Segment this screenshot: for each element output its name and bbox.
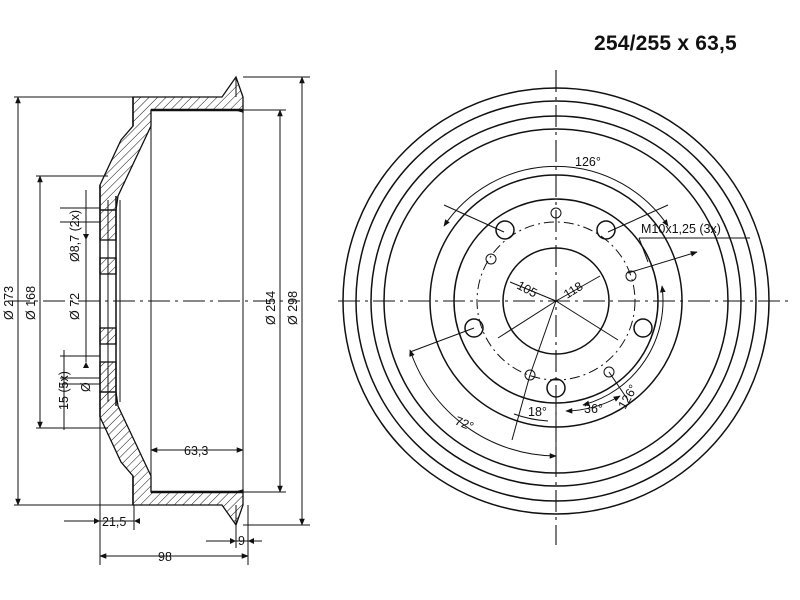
label-angle-18: 18° bbox=[528, 405, 547, 419]
angle-arc-18 bbox=[513, 413, 549, 422]
label-thread-m10: M10x1,25 (3x) bbox=[641, 222, 721, 236]
label-width-98: 98 bbox=[158, 550, 172, 564]
angle-arc-72 bbox=[409, 349, 557, 459]
drum-outer-rim bbox=[342, 87, 770, 515]
label-15-5x: 15 (5x) bbox=[57, 371, 71, 410]
front-view: 126° M10x1,25 (3x) 105 118 18° 36° 126° … bbox=[338, 70, 790, 545]
angle-arc-36 bbox=[565, 395, 621, 414]
side-section-view: Ø 273 Ø 168 Ø8,7 (2x) Ø 72 15 (5x) Ø Ø 2… bbox=[2, 75, 310, 565]
label-angle-36: 36° bbox=[584, 402, 603, 416]
label-pcd-118: 118 bbox=[561, 279, 585, 301]
label-dia-72: Ø 72 bbox=[68, 293, 82, 320]
angle-arc-126-top bbox=[443, 165, 669, 227]
drum-size-title: 254/255 x 63,5 bbox=[594, 32, 737, 55]
hole-small bbox=[550, 207, 562, 219]
threaded-hole bbox=[485, 253, 497, 265]
drum-rim-2 bbox=[355, 100, 757, 502]
label-width-63-3: 63,3 bbox=[184, 444, 208, 458]
angle-arc-126-right bbox=[582, 285, 666, 407]
label-pcd-105: 105 bbox=[515, 278, 540, 300]
drum-braking-surface bbox=[383, 128, 729, 474]
bolt-hole bbox=[633, 318, 653, 338]
label-dia-273: Ø 273 bbox=[2, 286, 16, 320]
threaded-hole bbox=[625, 270, 637, 282]
label-width-9: 9 bbox=[238, 534, 245, 548]
label-dia-small: Ø bbox=[79, 382, 93, 392]
bolt-hole bbox=[464, 318, 484, 338]
label-dia-8-7: Ø8,7 (2x) bbox=[68, 210, 82, 262]
label-angle-126-top: 126° bbox=[575, 155, 601, 169]
label-dia-254: Ø 254 bbox=[264, 291, 278, 325]
label-dia-168: Ø 168 bbox=[24, 286, 38, 320]
label-angle-72: 72° bbox=[453, 414, 476, 434]
label-dia-298: Ø 298 bbox=[286, 291, 300, 325]
label-width-21-5: 21,5 bbox=[102, 515, 126, 529]
drum-rim-3 bbox=[370, 115, 742, 487]
